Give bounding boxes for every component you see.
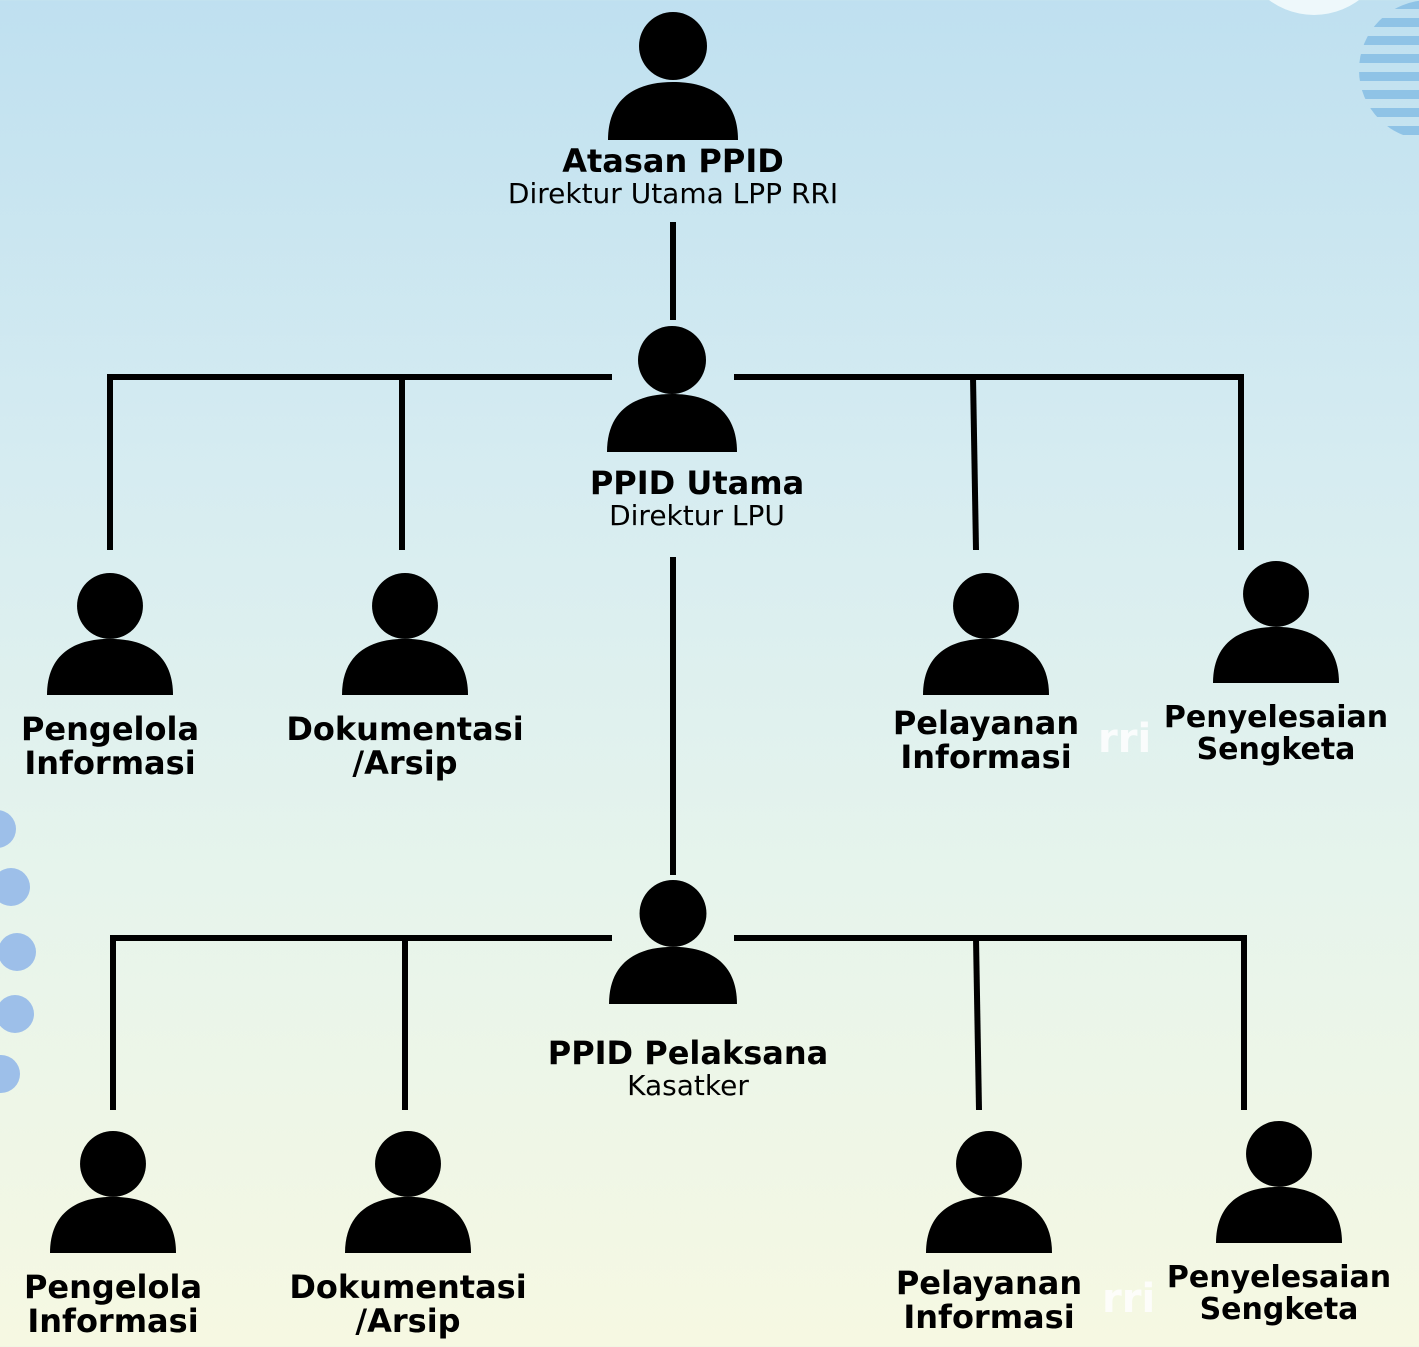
connector-pelaksana-left bbox=[110, 935, 612, 1110]
node-label-line1: Penyelesaian bbox=[1166, 1260, 1392, 1295]
person-icon bbox=[607, 326, 737, 452]
connector-pelaksana-right bbox=[734, 935, 1247, 1110]
node-label-line2: Informasi bbox=[27, 1302, 199, 1340]
node-subtitle: Direktur Utama LPP RRI bbox=[507, 177, 839, 210]
node-title: Atasan PPID bbox=[562, 142, 784, 180]
node-label-line2: /Arsip bbox=[352, 744, 458, 782]
node-label-line2: Sengketa bbox=[1196, 732, 1356, 767]
node-label-line2: Informasi bbox=[24, 744, 196, 782]
node-pelaksana-pengelola-informasi: Pengelola Informasi bbox=[3, 1130, 223, 1338]
person-icon bbox=[342, 572, 468, 696]
node-ppid-pelaksana: PPID Pelaksana Kasatker bbox=[488, 880, 888, 1102]
node-utama-pengelola-informasi: Pengelola Informasi bbox=[0, 572, 220, 780]
node-label-line1: Dokumentasi bbox=[286, 710, 524, 748]
node-subtitle: Kasatker bbox=[627, 1069, 749, 1102]
node-pelaksana-pelayanan-informasi: Pelayanan Informasi bbox=[879, 1130, 1099, 1334]
decorative-dot bbox=[0, 933, 36, 971]
person-icon bbox=[608, 12, 738, 140]
node-label-line2: Informasi bbox=[900, 738, 1072, 776]
person-icon bbox=[47, 572, 173, 696]
person-icon bbox=[1216, 1120, 1342, 1244]
node-label-line1: Pengelola bbox=[20, 710, 200, 748]
node-label-line2: Informasi bbox=[903, 1298, 1075, 1336]
node-utama-penyelesaian-sengketa: Penyelesaian Sengketa bbox=[1138, 560, 1414, 766]
node-label-line1: Penyelesaian bbox=[1163, 700, 1389, 735]
node-utama-pelayanan-informasi: Pelayanan Informasi bbox=[876, 572, 1096, 774]
person-icon bbox=[1213, 560, 1339, 684]
watermark-text: rri bbox=[1098, 716, 1152, 762]
watermark-text: rri bbox=[1102, 1276, 1156, 1322]
decorative-dot bbox=[0, 868, 30, 906]
node-label-line1: Pengelola bbox=[23, 1268, 203, 1306]
decorative-dot bbox=[0, 810, 16, 848]
node-label-line1: Pelayanan bbox=[895, 1264, 1083, 1302]
node-pelaksana-penyelesaian-sengketa: Penyelesaian Sengketa bbox=[1141, 1120, 1417, 1326]
person-icon bbox=[926, 1130, 1052, 1254]
node-title: PPID Pelaksana bbox=[547, 1034, 829, 1072]
decorative-dot bbox=[0, 995, 34, 1033]
node-label-line1: Pelayanan bbox=[892, 704, 1080, 742]
person-icon bbox=[345, 1130, 471, 1254]
connector-pelaksana-pel bbox=[973, 937, 982, 1111]
node-ppid-utama: PPID Utama Direktur LPU bbox=[497, 326, 897, 532]
person-icon bbox=[50, 1130, 176, 1254]
node-label-line2: /Arsip bbox=[355, 1302, 461, 1340]
connector-utama-right bbox=[734, 374, 1244, 550]
node-title: PPID Utama bbox=[589, 464, 805, 502]
node-atasan-ppid: Atasan PPID Direktur Utama LPP RRI bbox=[473, 12, 873, 210]
node-utama-dokumentasi-arsip: Dokumentasi /Arsip bbox=[270, 572, 540, 780]
node-subtitle: Direktur LPU bbox=[609, 499, 785, 532]
person-icon bbox=[609, 880, 737, 1004]
connector-utama-left bbox=[107, 374, 612, 550]
person-icon bbox=[923, 572, 1049, 696]
node-label-line1: Dokumentasi bbox=[289, 1268, 527, 1306]
decorative-dot bbox=[0, 1055, 20, 1093]
node-pelaksana-dokumentasi-arsip: Dokumentasi /Arsip bbox=[273, 1130, 543, 1338]
node-label-line2: Sengketa bbox=[1199, 1292, 1359, 1327]
connector-utama-pel bbox=[970, 376, 979, 551]
